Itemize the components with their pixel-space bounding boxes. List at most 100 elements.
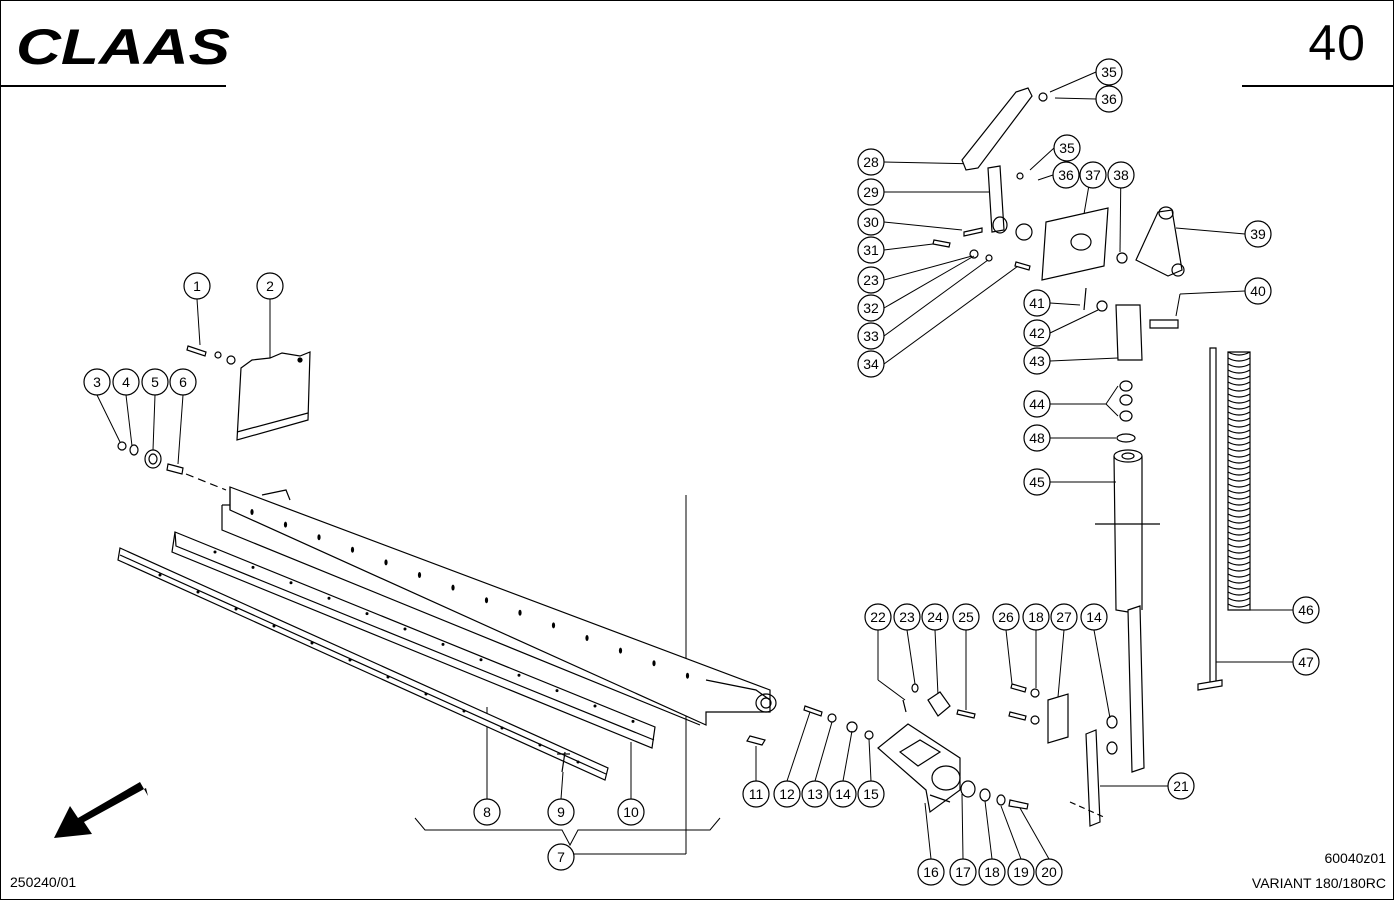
spring-coil <box>1227 561 1251 566</box>
callout-label: 29 <box>863 184 879 200</box>
callout-25: 25 <box>952 603 980 631</box>
spring-coil <box>1227 393 1251 398</box>
spring-coil <box>1227 381 1251 386</box>
callout-circle <box>473 798 501 826</box>
callout-label: 18 <box>984 864 1000 880</box>
callout-circle <box>169 368 197 396</box>
callout-44: 44 <box>1023 390 1051 418</box>
callout-label: 40 <box>1250 283 1266 299</box>
callout-30: 30 <box>857 208 885 236</box>
callout-17: 17 <box>949 858 977 886</box>
callout-7: 7 <box>547 843 575 871</box>
strip-hole <box>310 641 314 645</box>
callout-20: 20 <box>1035 858 1063 886</box>
callout-23: 23 <box>857 266 885 294</box>
callout-label: 27 <box>1056 609 1072 625</box>
spring-coil <box>1227 591 1251 596</box>
callout-28: 28 <box>857 148 885 176</box>
callout-circle <box>742 780 770 808</box>
beam-hole <box>283 521 288 528</box>
callout-circle <box>1292 596 1320 624</box>
callout-label: 16 <box>923 864 939 880</box>
spring-coil <box>1227 441 1251 446</box>
callout-circle <box>992 603 1020 631</box>
spring-coil <box>1227 399 1251 404</box>
spring-coil <box>1227 573 1251 578</box>
cross-beam-holes <box>250 509 690 679</box>
callout-label: 5 <box>151 374 159 390</box>
callout-11: 11 <box>742 780 770 808</box>
callout-3: 3 <box>83 368 111 396</box>
leader-line <box>1105 403 1119 417</box>
callout-label: 6 <box>179 374 187 390</box>
spring-coil <box>1227 375 1251 380</box>
spring-coil <box>1227 555 1251 560</box>
spring-coil <box>1227 579 1251 584</box>
strip-hole <box>327 596 331 600</box>
leader-line <box>924 802 932 860</box>
claas-logo-lettering: CLAAS <box>16 22 230 70</box>
callout-circle <box>547 843 575 871</box>
callout-circle <box>183 272 211 300</box>
leader-line <box>842 730 853 782</box>
leader-line <box>1049 302 1081 306</box>
callout-35: 35 <box>1095 58 1123 86</box>
callout-label: 21 <box>1173 778 1189 794</box>
callout-24: 24 <box>921 603 949 631</box>
callout-label: 23 <box>899 609 915 625</box>
callout-45: 45 <box>1023 468 1051 496</box>
leader-line <box>1179 290 1246 295</box>
callout-label: 24 <box>927 609 943 625</box>
callout-label: 35 <box>1059 140 1075 156</box>
callout-31: 31 <box>857 236 885 264</box>
callout-label: 39 <box>1250 226 1266 242</box>
spring-coil <box>1227 537 1251 542</box>
claas-logo: CLAAS <box>12 22 238 70</box>
callout-label: 25 <box>958 609 974 625</box>
spring-coil <box>1227 351 1251 356</box>
beam-hole <box>585 635 589 641</box>
callout-39: 39 <box>1244 220 1272 248</box>
callout-label: 11 <box>749 786 764 802</box>
callout-label: 14 <box>1086 609 1102 625</box>
leader-line <box>1005 629 1013 685</box>
leader-lines <box>96 71 1293 860</box>
callout-circle <box>1023 289 1051 317</box>
leader-line <box>1000 805 1022 860</box>
model-designation: VARIANT 180/180RC <box>1251 875 1386 891</box>
callout-8: 8 <box>473 798 501 826</box>
callout-label: 9 <box>557 804 565 820</box>
leader-line <box>125 394 133 447</box>
callout-circle <box>1244 220 1272 248</box>
beam-hole <box>250 509 254 515</box>
leader-line <box>1054 97 1097 100</box>
strip-hole <box>365 612 369 616</box>
callout-label: 26 <box>998 609 1014 625</box>
callout-circle <box>1095 58 1123 86</box>
callout-label: 45 <box>1029 474 1045 490</box>
leader-line <box>1037 174 1054 181</box>
callout-label: 34 <box>863 356 879 372</box>
leader-line <box>560 771 564 800</box>
strip-hole <box>631 719 635 723</box>
callout-label: 43 <box>1029 353 1045 369</box>
beam-hole <box>451 584 455 591</box>
spring-coil <box>1227 603 1251 608</box>
callout-label: 19 <box>1013 864 1029 880</box>
callout-label: 31 <box>863 242 879 258</box>
swivel-bracket <box>877 723 1029 814</box>
leader-line <box>1049 309 1099 334</box>
beam-hole <box>384 559 388 566</box>
leader-line <box>152 394 156 451</box>
spring-coil <box>1227 435 1251 440</box>
strip-holes <box>158 550 635 764</box>
strip-hole <box>196 590 200 594</box>
spring-coil <box>1227 543 1251 548</box>
callout-label: 32 <box>863 300 879 316</box>
callout-circle <box>83 368 111 396</box>
callout-circle <box>857 236 885 264</box>
spring-coil <box>1227 429 1251 434</box>
clamp-block <box>902 683 976 719</box>
